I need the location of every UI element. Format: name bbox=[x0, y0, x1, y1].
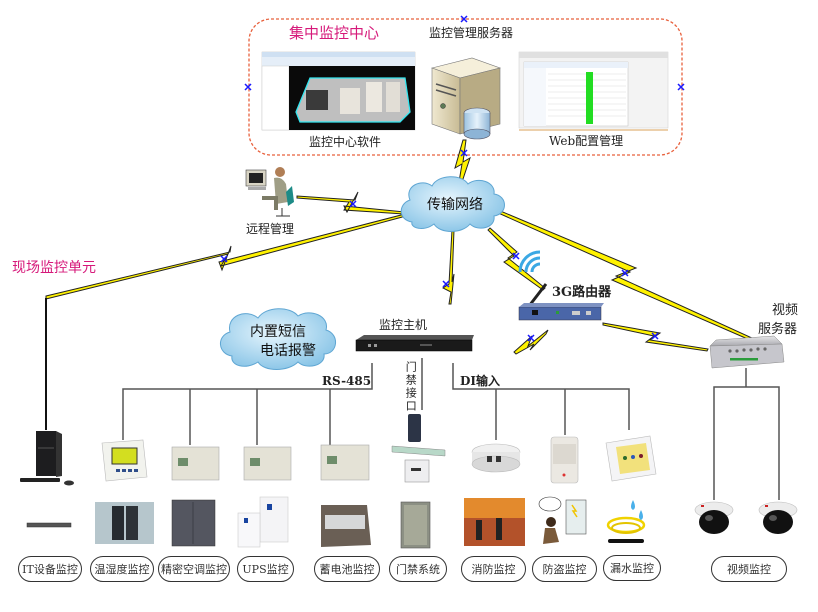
subsystem-ups: UPS监控 bbox=[237, 556, 294, 582]
web-config-screenshot bbox=[518, 51, 669, 131]
subsystem-water-leak: 漏水监控 bbox=[603, 555, 661, 581]
transport-network-cloud bbox=[400, 176, 505, 232]
subsystem-anti-theft: 防盗监控 bbox=[532, 556, 597, 582]
monitoring-software-screenshot bbox=[261, 51, 416, 131]
subsystem-video: 视频监控 bbox=[711, 556, 787, 582]
collector-module-ac bbox=[171, 446, 220, 481]
remote-management-label: 远程管理 bbox=[246, 222, 295, 236]
fire-scene-photo bbox=[464, 498, 525, 546]
sms-alarm-cloud bbox=[220, 308, 336, 370]
dome-camera-2 bbox=[758, 501, 798, 534]
router-label: 3G路由器 bbox=[552, 285, 612, 300]
remote-operator-icon bbox=[245, 167, 294, 217]
subsystem-it-monitoring: IT设备监控 bbox=[18, 556, 82, 582]
di-input-label: DI输入 bbox=[460, 374, 501, 388]
subsystem-temperature-humidity: 温湿度监控 bbox=[90, 556, 154, 582]
host-label: 监控主机 bbox=[379, 318, 428, 332]
burglar-cartoon bbox=[538, 496, 587, 544]
subsystem-fire: 消防监控 bbox=[461, 556, 526, 582]
video-server-device bbox=[709, 335, 785, 369]
motion-sensor-device bbox=[550, 436, 579, 484]
subsystem-battery: 蓄电池监控 bbox=[314, 556, 380, 582]
battery-unit bbox=[321, 505, 371, 547]
sms-alarm-line2: 电话报警 bbox=[260, 343, 316, 359]
server-label: 监控管理服务器 bbox=[429, 26, 514, 40]
precision-ac-unit bbox=[171, 499, 216, 547]
network-cloud-label: 传输网络 bbox=[427, 197, 483, 213]
site-unit-label: 现场监控单元 bbox=[12, 260, 96, 276]
smoke-detector-device bbox=[471, 443, 521, 473]
collector-module-battery bbox=[320, 444, 370, 481]
door-interface-label: 门禁接口 bbox=[404, 361, 418, 413]
router-3g-device bbox=[518, 250, 604, 321]
subsystem-precision-ac: 精密空调监控 bbox=[158, 556, 230, 582]
video-server-label-line2: 服务器 bbox=[758, 322, 798, 337]
it-equipment-device bbox=[20, 431, 74, 528]
monitoring-host-device bbox=[355, 335, 474, 352]
sms-alarm-line1: 内置短信 bbox=[250, 324, 306, 340]
door-unit bbox=[400, 501, 431, 549]
server-room-photo bbox=[95, 502, 154, 544]
software-label: 监控中心软件 bbox=[309, 135, 382, 149]
video-server-label-line1: 视频 bbox=[772, 303, 799, 318]
door-access-device bbox=[391, 414, 446, 483]
link-server-network bbox=[454, 139, 471, 183]
water-leak-controller-device bbox=[605, 435, 657, 482]
link-network-host bbox=[442, 229, 455, 305]
management-server-icon bbox=[430, 57, 502, 140]
web-config-label: Web配置管理 bbox=[549, 134, 624, 148]
monitoring-center-title: 集中监控中心 bbox=[289, 24, 380, 42]
di-bus bbox=[452, 363, 630, 440]
ups-unit bbox=[237, 496, 289, 548]
link-router-wireless bbox=[513, 329, 549, 355]
rs485-bus bbox=[122, 363, 373, 445]
rs485-label: RS-485 bbox=[322, 374, 372, 388]
dome-camera-1 bbox=[694, 501, 734, 534]
water-leak-cable bbox=[606, 500, 646, 543]
video-bus bbox=[713, 368, 780, 500]
collector-module-ups bbox=[243, 446, 292, 481]
temperature-humidity-sensor-device bbox=[101, 439, 148, 482]
subsystem-door-access: 门禁系统 bbox=[389, 556, 447, 582]
